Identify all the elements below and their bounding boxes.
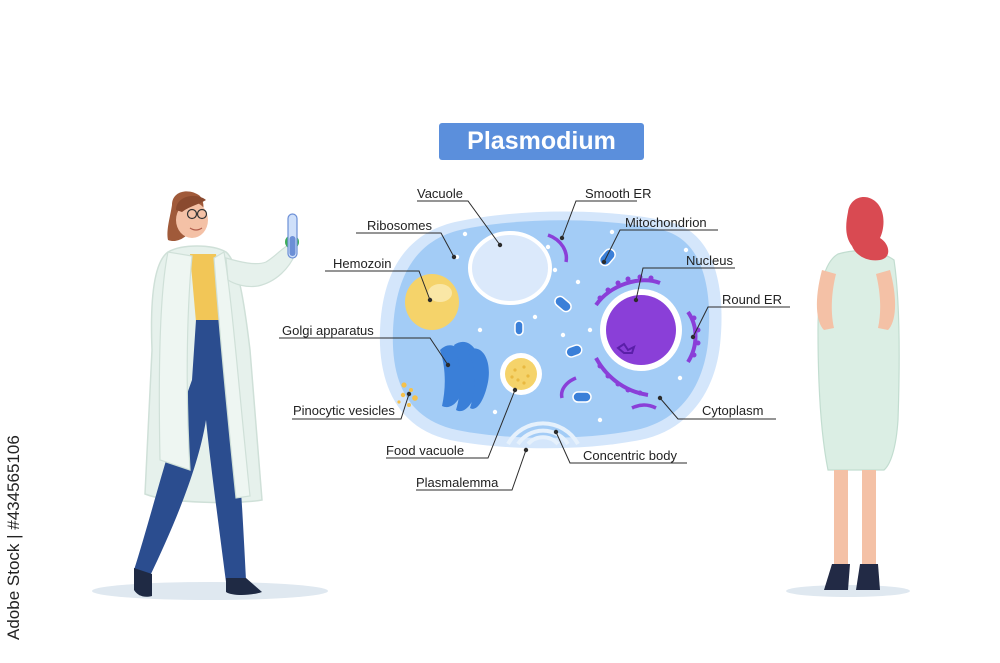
label-smooth-er: Smooth ER bbox=[585, 186, 651, 201]
concentric-body bbox=[506, 421, 580, 446]
golgi-apparatus bbox=[440, 341, 489, 412]
label-cytoplasm: Cytoplasm bbox=[702, 403, 763, 418]
labels: Vacuole Smooth ER Ribosomes Mitochondrio… bbox=[282, 186, 782, 490]
stock-watermark: Adobe Stock | #434565106 bbox=[4, 435, 23, 640]
scientist-left-arm bbox=[225, 243, 297, 288]
ribosomes bbox=[454, 229, 689, 423]
scientist-right-shoe bbox=[824, 564, 850, 590]
label-concentric-body: Concentric body bbox=[583, 448, 677, 463]
hemozoin bbox=[405, 274, 459, 330]
leader-dots bbox=[406, 235, 696, 453]
smooth-er-bottom bbox=[631, 403, 657, 410]
scientist-right-dress bbox=[817, 250, 900, 471]
glasses-icon bbox=[186, 208, 208, 220]
label-mitochondrion: Mitochondrion bbox=[625, 215, 707, 230]
scientist-left bbox=[134, 191, 299, 597]
label-plasmalemma: Plasmalemma bbox=[416, 475, 499, 490]
leader-lines bbox=[279, 200, 790, 491]
round-er bbox=[686, 310, 698, 364]
vacuole bbox=[468, 231, 552, 305]
food-vacuole-core bbox=[505, 358, 537, 390]
scientist-left-shoe bbox=[134, 568, 152, 597]
scientist-right bbox=[816, 197, 900, 590]
diagram-title: Plasmodium bbox=[439, 123, 644, 160]
label-golgi-apparatus: Golgi apparatus bbox=[282, 323, 374, 338]
scientist-left-shadow bbox=[92, 582, 328, 600]
mitochondrion bbox=[572, 391, 592, 403]
label-ribosomes: Ribosomes bbox=[367, 218, 433, 233]
smooth-er-lower bbox=[559, 376, 577, 399]
pinocytic-vesicles bbox=[397, 382, 418, 407]
scientist-left-shoe bbox=[226, 578, 262, 595]
scientist-left-pants bbox=[134, 320, 246, 582]
label-vacuole: Vacuole bbox=[417, 186, 463, 201]
label-food-vacuole: Food vacuole bbox=[386, 443, 464, 458]
food-vacuole-dots bbox=[510, 365, 530, 385]
scientist-right-leg bbox=[862, 470, 876, 566]
scientist-left-hair-top bbox=[176, 195, 206, 212]
plasmodium-cell bbox=[379, 211, 722, 449]
scientist-right-leg bbox=[834, 470, 848, 566]
smooth-er bbox=[547, 233, 569, 263]
label-pinocytic-vesicles: Pinocytic vesicles bbox=[293, 403, 395, 418]
mitochondrion bbox=[565, 344, 583, 358]
nucleus bbox=[606, 295, 676, 365]
scientist-right-hair bbox=[846, 197, 889, 261]
mitochondrion bbox=[514, 320, 524, 336]
hemozoin-highlight bbox=[428, 284, 452, 302]
scientist-right-shoe bbox=[856, 564, 880, 590]
label-round-er: Round ER bbox=[722, 292, 782, 307]
mitochondrion bbox=[554, 295, 572, 313]
mitochondria bbox=[514, 248, 616, 403]
label-hemozoin: Hemozoin bbox=[333, 256, 392, 271]
nucleolus bbox=[616, 342, 636, 354]
label-nucleus: Nucleus bbox=[686, 253, 733, 268]
